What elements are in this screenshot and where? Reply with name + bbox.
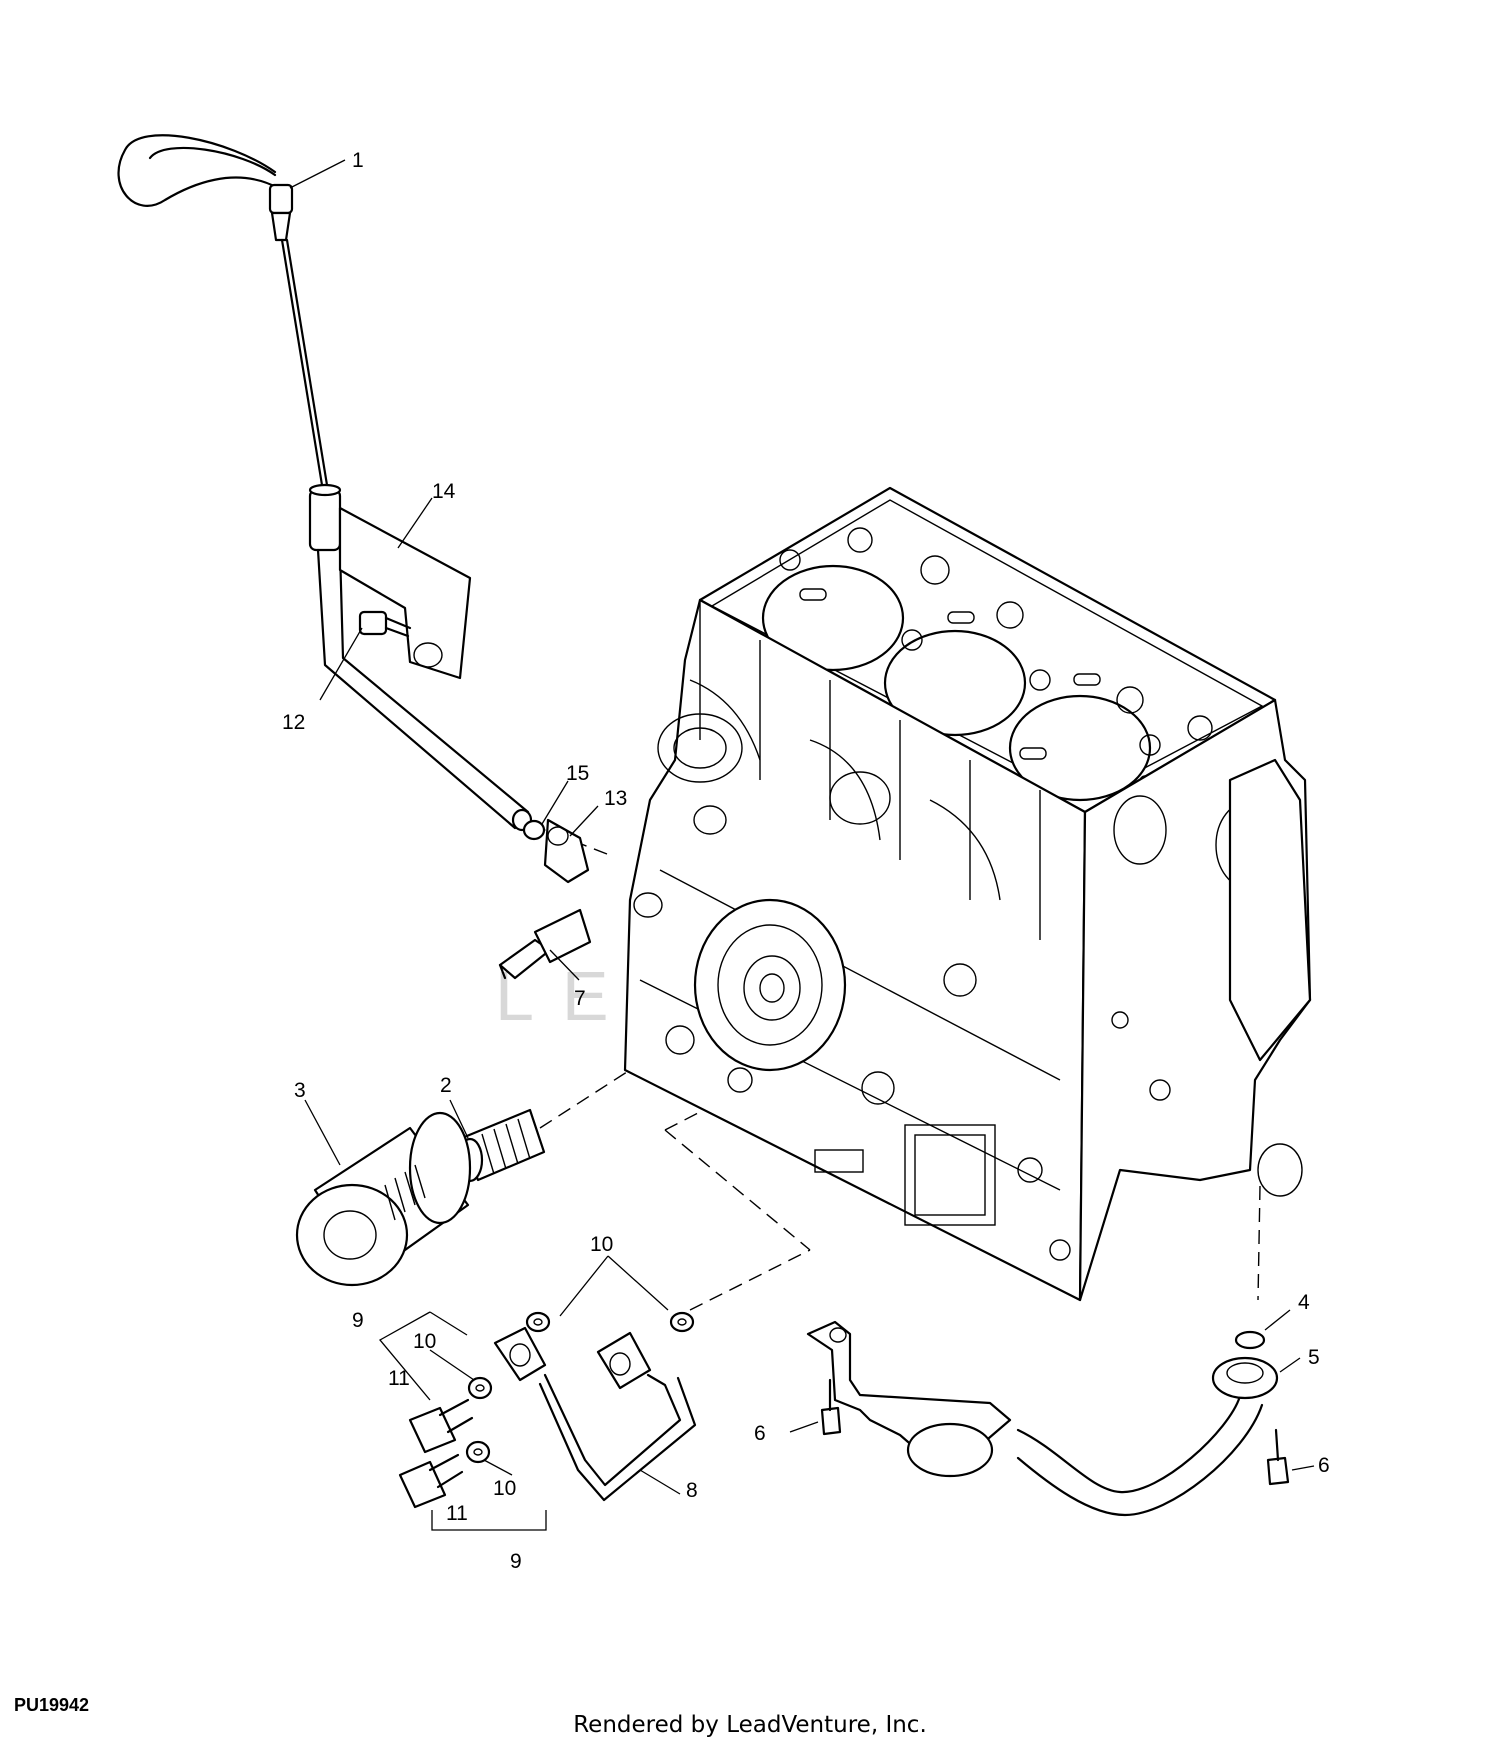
callout-10-top: 10 [590,1233,613,1256]
callout-2: 2 [440,1074,452,1097]
callout-14: 14 [432,480,456,503]
callout-5: 5 [1308,1346,1320,1369]
sealing-washers [465,1311,695,1464]
pickup-o-ring [1234,1330,1266,1350]
callout-10-lower: 10 [493,1477,516,1500]
callout-1: 1 [352,149,364,172]
callout-8: 8 [686,1479,698,1502]
callout-10-left: 10 [413,1330,436,1353]
callout-labels: 1 14 12 15 13 7 2 3 10 9 10 11 10 11 9 8… [282,149,1330,1573]
callout-6-right: 6 [1318,1454,1330,1477]
o-ring-15 [522,819,546,841]
callout-6-left: 6 [754,1422,766,1445]
group-bracket-upper [378,1311,468,1401]
filter-mount-boss [693,898,847,1072]
leader-lines [289,159,1315,1495]
oil-pressure-switch [498,908,592,980]
oil-pickup-tube [806,1320,1279,1517]
banjo-bolts [398,1398,474,1509]
diagram-id-label: PU19942 [14,1695,90,1715]
callout-9-lower: 9 [510,1550,522,1573]
callout-3: 3 [294,1079,306,1102]
callout-7: 7 [574,987,586,1010]
tube-adapter-13 [543,818,590,884]
callout-11-lower: 11 [446,1502,468,1525]
oil-filter [295,1111,472,1287]
bracket-bolt [358,610,412,638]
oil-line [493,1326,697,1502]
guide-tube-bracket [338,506,472,680]
dipstick-guide-tube [308,483,533,832]
callout-11-upper: 11 [388,1367,410,1390]
render-credit-footer: Rendered by LeadVenture, Inc. [573,1712,927,1738]
callout-13: 13 [604,787,627,810]
group-bracket-lower [431,1510,547,1531]
pickup-bolts [820,1378,1290,1486]
callout-12: 12 [282,711,305,734]
callout-4: 4 [1298,1291,1310,1314]
callout-15: 15 [566,762,589,785]
dipstick [117,134,329,487]
engine-block [623,486,1312,1302]
callout-9-upper: 9 [352,1309,364,1332]
